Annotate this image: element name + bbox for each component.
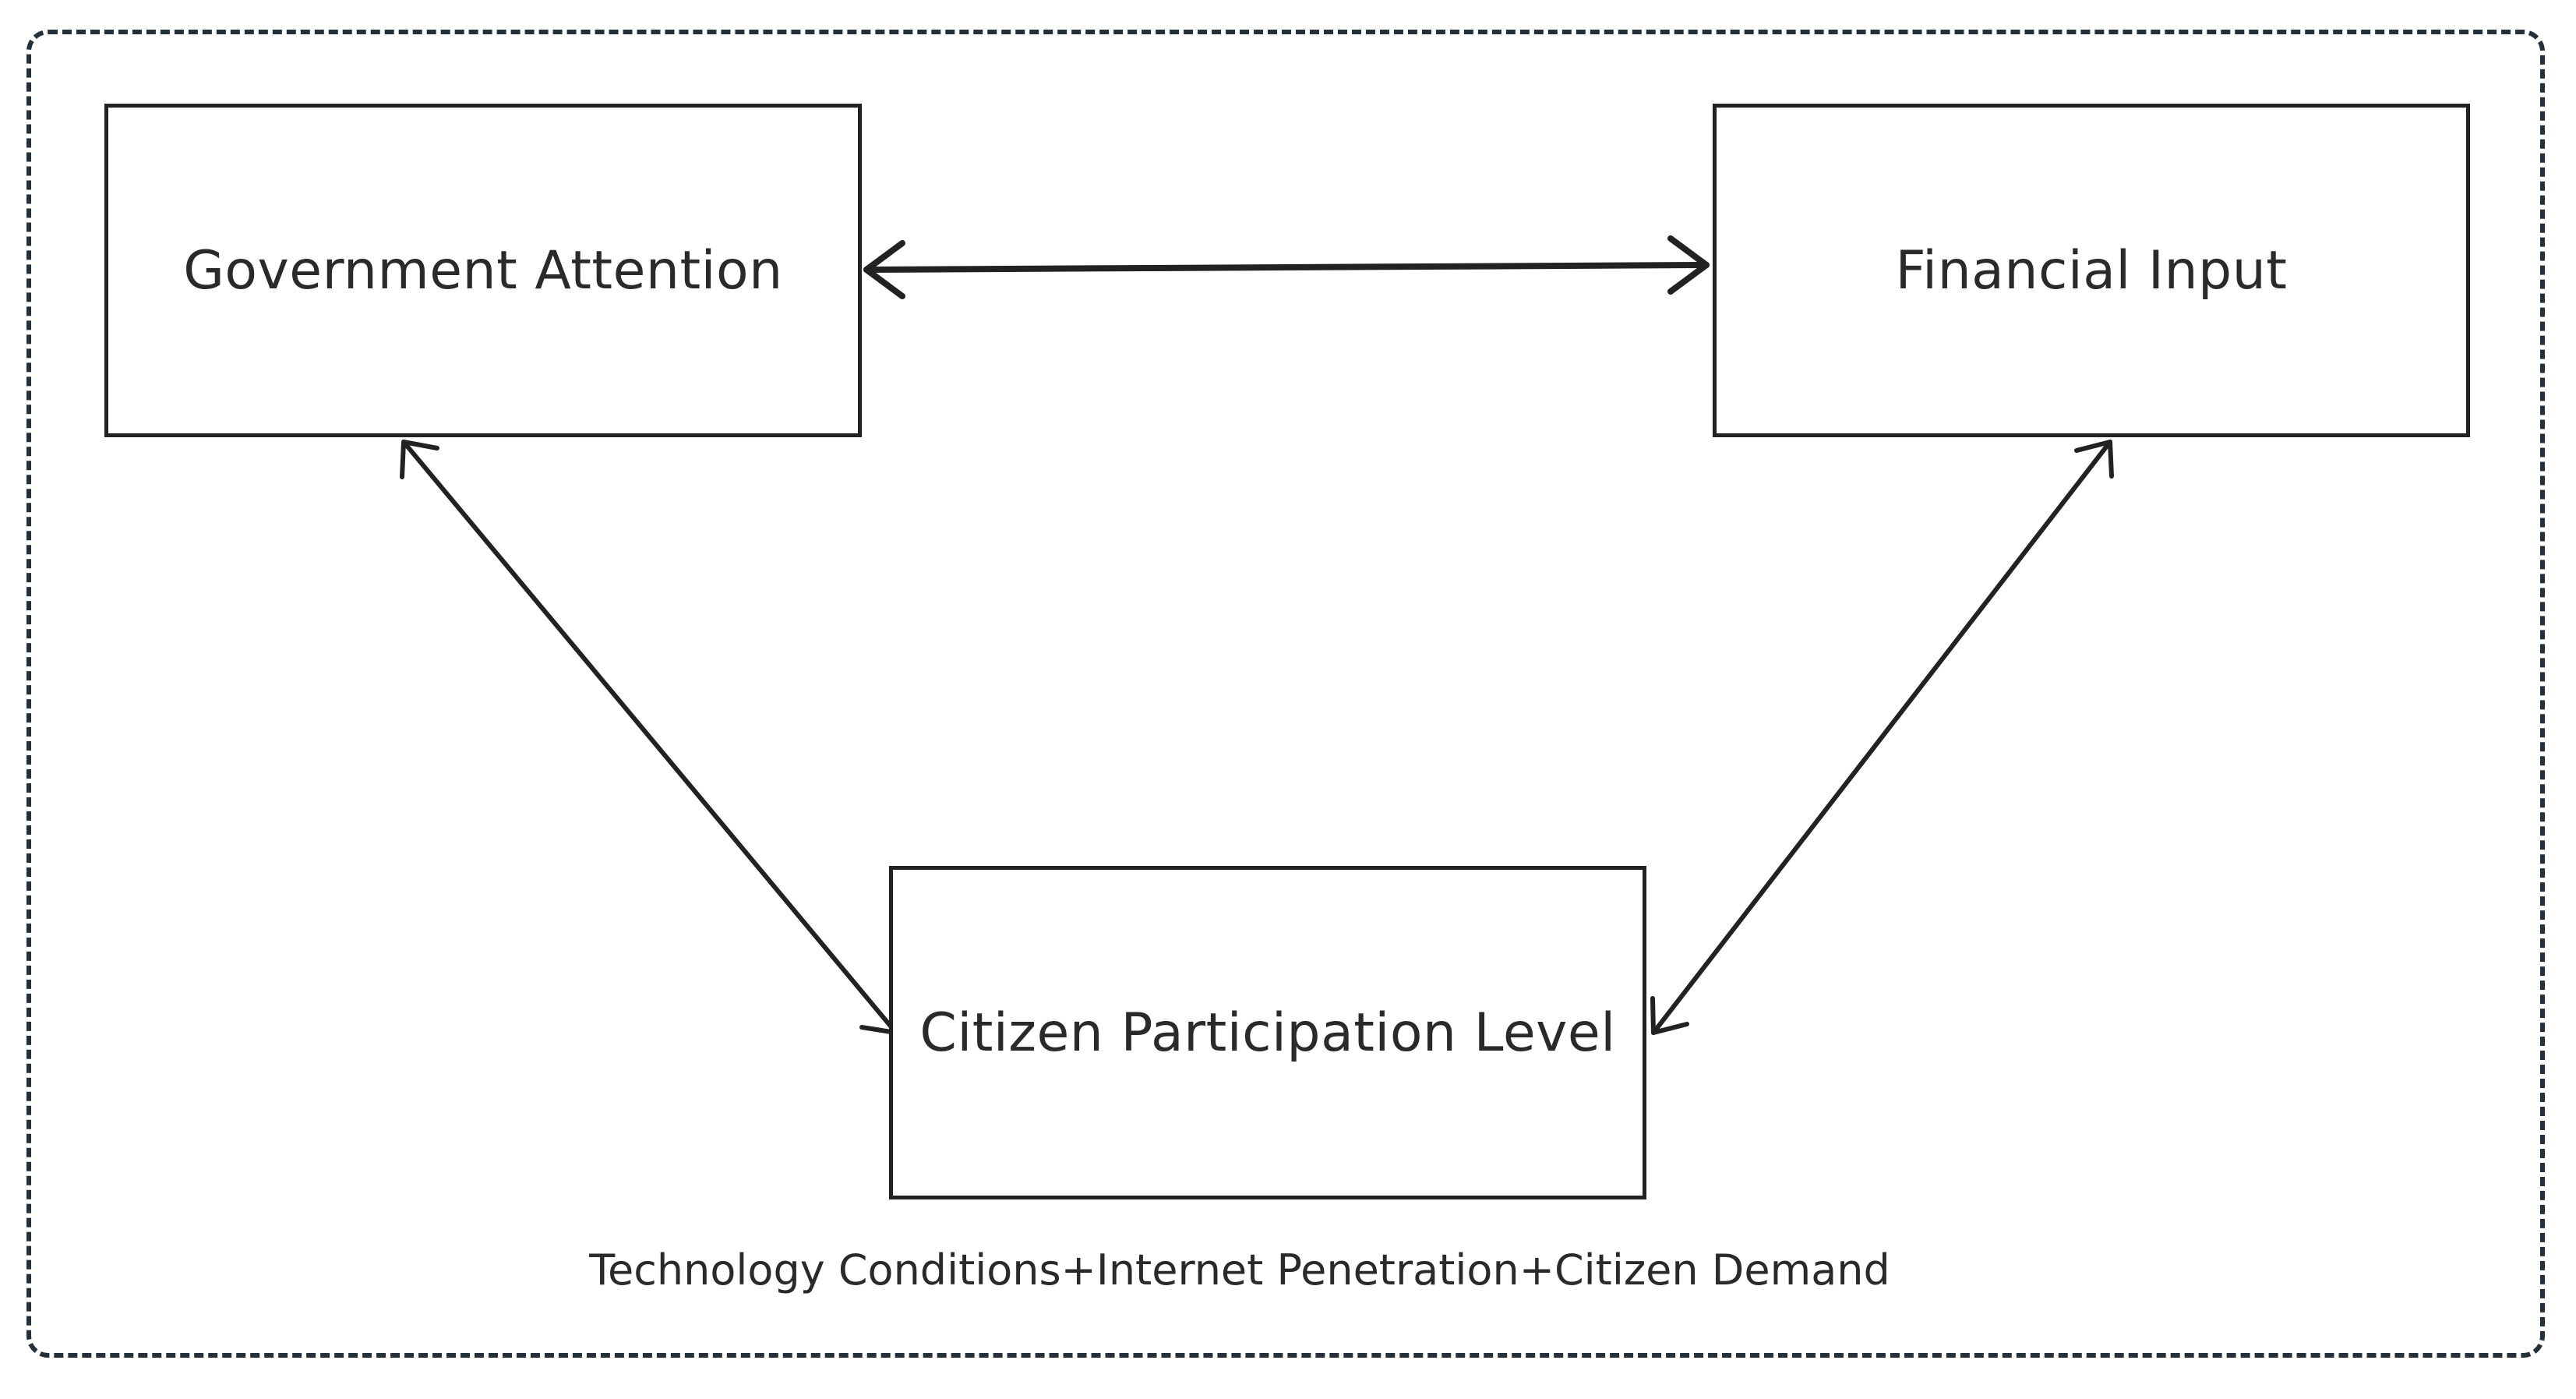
context-caption: Technology Conditions+Internet Penetrati… xyxy=(589,1245,1890,1295)
arrow-government-financial xyxy=(863,235,1710,299)
node-label-financial-input: Financial Input xyxy=(1895,239,2288,302)
arrow-financial-citizen xyxy=(1650,440,2114,1035)
node-label-government-attention: Government Attention xyxy=(183,239,783,302)
arrow-government-citizen xyxy=(400,440,898,1035)
node-label-citizen-participation-level: Citizen Participation Level xyxy=(919,1002,1616,1064)
node-financial-input: Financial Input xyxy=(1713,104,2470,437)
node-citizen-participation-level: Citizen Participation Level xyxy=(889,866,1646,1199)
node-government-attention: Government Attention xyxy=(104,104,862,437)
context-boundary-frame xyxy=(26,30,2545,1358)
